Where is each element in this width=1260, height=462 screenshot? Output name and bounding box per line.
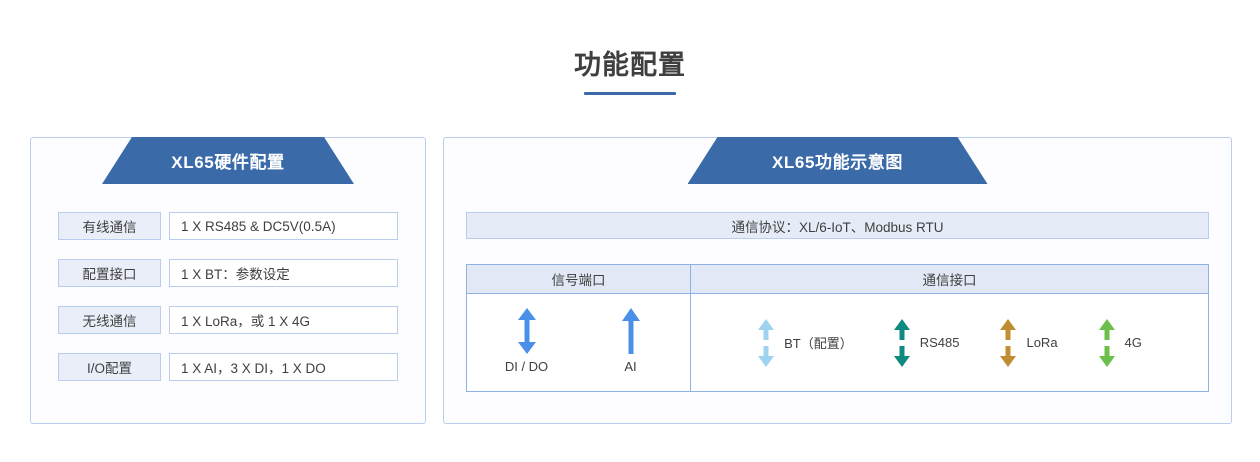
row-label: I/O配置 xyxy=(58,353,161,381)
left-banner-wrap: XL65硬件配置 xyxy=(31,137,425,184)
hardware-config-rows: 有线通信 1 X RS485 & DC5V(0.5A) 配置接口 1 X BT：… xyxy=(58,212,398,381)
page-title-text: 功能配置 xyxy=(574,50,686,80)
comm-port-group: BT（配置） RS485 xyxy=(757,318,1142,367)
split-arrow-icon xyxy=(1098,318,1116,367)
right-banner-wrap: XL65功能示意图 xyxy=(444,137,1231,184)
comm-port-bt: BT（配置） xyxy=(757,318,853,367)
split-arrow-icon xyxy=(893,318,911,367)
column-header-signal-port: 信号端口 xyxy=(467,265,691,293)
comm-port-label: RS485 xyxy=(919,335,960,350)
signal-port-cell: DI / DO AI xyxy=(467,294,691,391)
comm-port-rs485: RS485 xyxy=(893,318,960,367)
signal-port-ai: AI xyxy=(602,307,660,374)
column-header-comm-port: 通信接口 xyxy=(922,273,977,288)
row-label: 无线通信 xyxy=(58,306,161,334)
function-diagram-panel: XL65功能示意图 通信协议：XL/6-IoT、Modbus RTU 信号端口 … xyxy=(443,137,1232,424)
row-value: 1 X AI，3 X DI，1 X DO xyxy=(169,353,398,381)
row-value: 1 X BT：参数设定 xyxy=(169,259,398,287)
diagram-table: 信号端口 通信接口 DI / DO xyxy=(466,264,1209,392)
comm-port-label: LoRa xyxy=(1026,335,1058,350)
row-value: 1 X RS485 & DC5V(0.5A) xyxy=(169,212,398,240)
comm-port-label: BT（配置） xyxy=(784,336,853,351)
table-row: 无线通信 1 X LoRa，或 1 X 4G xyxy=(58,306,398,334)
signal-port-di-do: DI / DO xyxy=(498,307,556,374)
hardware-config-panel: XL65硬件配置 有线通信 1 X RS485 & DC5V(0.5A) 配置接… xyxy=(30,137,426,424)
table-row: I/O配置 1 X AI，3 X DI，1 X DO xyxy=(58,353,398,381)
up-arrow-icon xyxy=(620,307,642,354)
left-panel-banner-label: XL65硬件配置 xyxy=(171,153,285,172)
signal-port-label: DI / DO xyxy=(504,358,549,374)
right-panel-banner: XL65功能示意图 xyxy=(688,137,988,184)
double-arrow-icon xyxy=(516,307,538,354)
comm-port-label: 4G xyxy=(1124,335,1142,350)
table-row: 有线通信 1 X RS485 & DC5V(0.5A) xyxy=(58,212,398,240)
comm-port-lora: LoRa xyxy=(999,318,1058,367)
comm-port-4g: 4G xyxy=(1098,318,1142,367)
signal-port-group: DI / DO AI xyxy=(498,307,660,378)
signal-port-label: AI xyxy=(624,358,637,374)
left-panel-banner: XL65硬件配置 xyxy=(102,137,354,184)
diagram-table-body: DI / DO AI xyxy=(467,294,1208,391)
diagram-table-header: 信号端口 通信接口 xyxy=(467,265,1208,294)
row-label: 有线通信 xyxy=(58,212,161,240)
split-arrow-icon xyxy=(999,318,1017,367)
comm-port-cell: BT（配置） RS485 xyxy=(691,294,1208,391)
row-label: 配置接口 xyxy=(58,259,161,287)
right-panel-banner-label: XL65功能示意图 xyxy=(771,153,904,172)
protocol-bar: 通信协议：XL/6-IoT、Modbus RTU xyxy=(466,212,1209,239)
split-arrow-icon xyxy=(757,318,775,367)
page-title: 功能配置 xyxy=(0,48,1260,95)
title-underline-accent xyxy=(584,92,676,95)
row-value: 1 X LoRa，或 1 X 4G xyxy=(169,306,398,334)
table-row: 配置接口 1 X BT：参数设定 xyxy=(58,259,398,287)
